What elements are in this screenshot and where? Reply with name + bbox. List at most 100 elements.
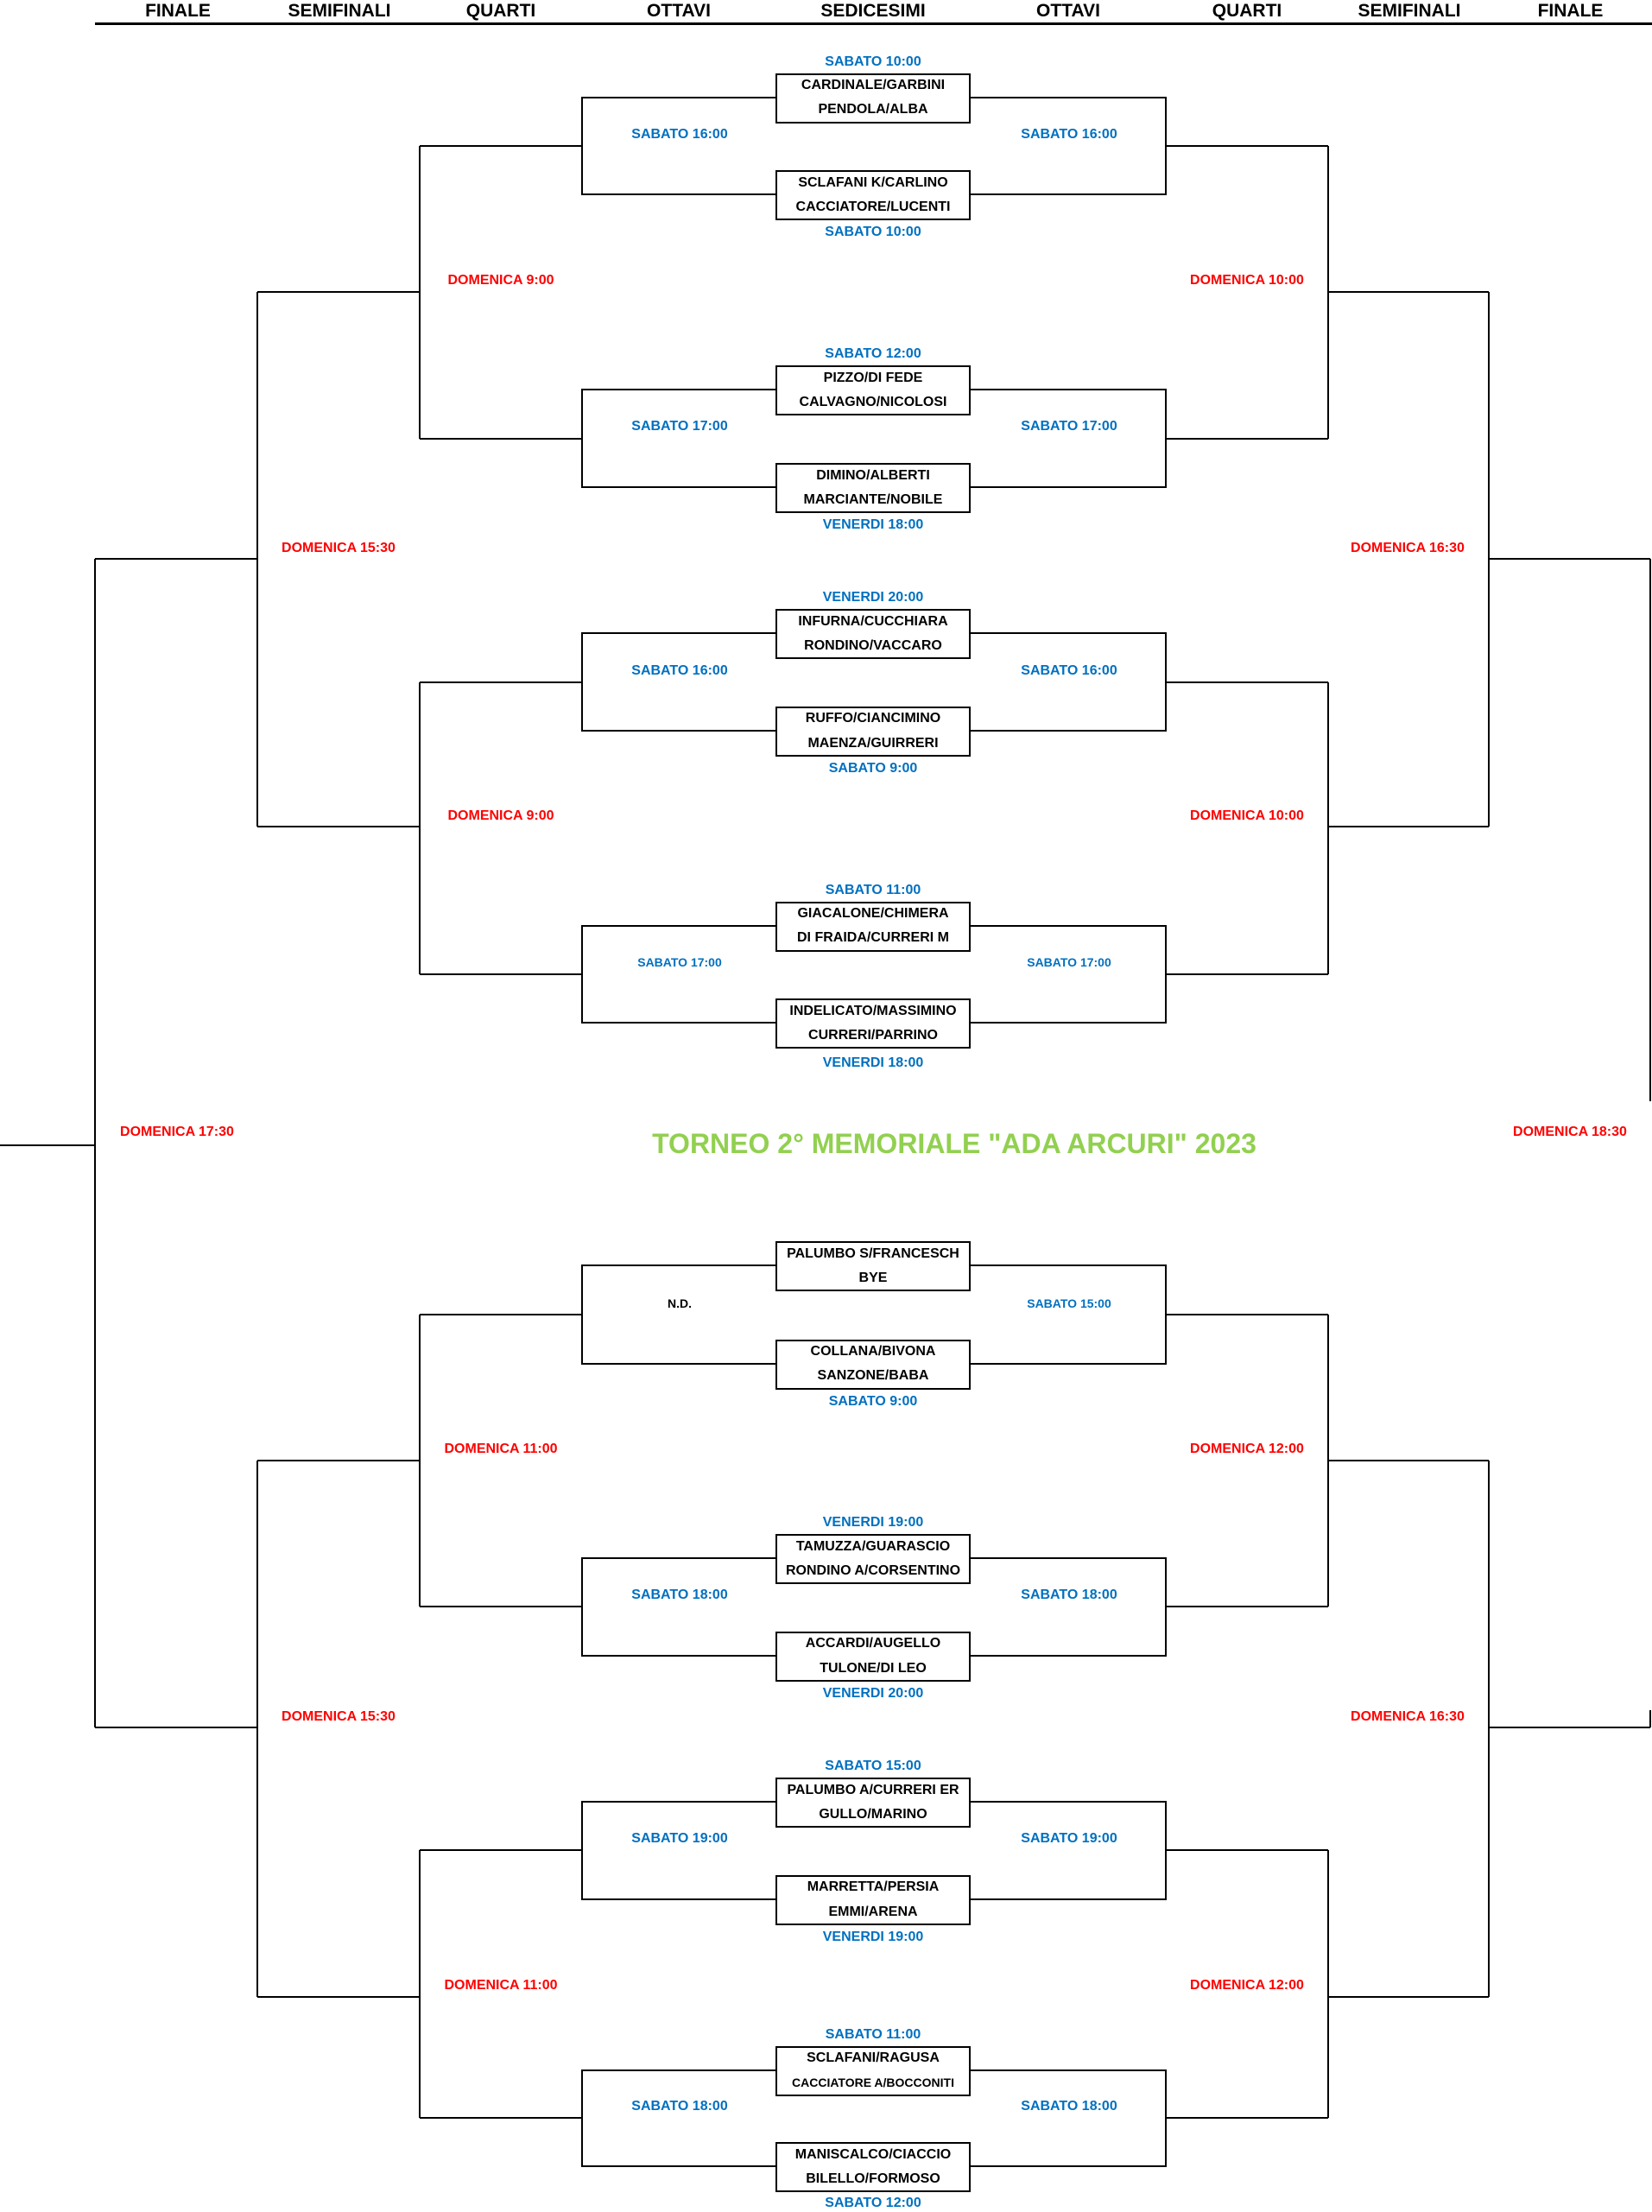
match-box-15	[775, 2046, 971, 2096]
team-name: MANISCALCO/CIACCIO	[794, 2147, 952, 2162]
team-name: SCLAFANI/RAGUSA	[807, 2050, 940, 2065]
semifinali-time-left: DOMENICA 15:30	[282, 1709, 396, 1724]
team-name: TULONE/DI LEO	[820, 1661, 927, 1676]
match-time: SABATO 10:00	[825, 54, 921, 69]
quarti-time-right: DOMENICA 12:00	[1190, 1442, 1304, 1456]
match-box-12	[775, 1632, 971, 1682]
match-time: SABATO 12:00	[825, 2196, 921, 2210]
match-time: VENERDI 20:00	[822, 1686, 924, 1701]
header-sedicesimi: SEDICESIMI	[820, 1, 926, 21]
team-name: PALUMBO A/CURRERI ER	[787, 1783, 959, 1797]
team-name: RONDINO/VACCARO	[804, 638, 942, 653]
quarti-time-left: DOMENICA 11:00	[444, 1442, 558, 1456]
team-name: TAMUZZA/GUARASCIO	[795, 1539, 951, 1554]
match-time: SABATO 12:00	[825, 346, 921, 361]
ottavi-time-right: SABATO 18:00	[1021, 1588, 1117, 1602]
team-name: SCLAFANI K/CARLINO	[798, 175, 948, 190]
match-box-11	[775, 1534, 971, 1584]
semifinali-time-left: DOMENICA 15:30	[282, 541, 396, 555]
ottavi-time-right: SABATO 15:00	[1027, 1296, 1111, 1310]
header-ottavi-right: OTTAVI	[1036, 1, 1100, 21]
team-name: PALUMBO S/FRANCESCH	[787, 1246, 959, 1261]
team-name: PENDOLA/ALBA	[818, 102, 928, 117]
team-name: COLLANA/BIVONA	[810, 1344, 936, 1359]
match-box-2	[775, 170, 971, 220]
quarti-time-left: DOMENICA 11:00	[444, 1978, 558, 1993]
match-time: SABATO 11:00	[825, 2027, 921, 2042]
ottavi-time-right: SABATO 16:00	[1021, 663, 1117, 678]
ottavi-time-left: SABATO 17:00	[631, 419, 728, 434]
quarti-time-left: DOMENICA 9:00	[447, 273, 554, 288]
team-name: BYE	[858, 1271, 888, 1285]
ottavi-time-right: SABATO 19:00	[1021, 1831, 1117, 1846]
team-name: CACCIATORE/LUCENTI	[795, 200, 951, 214]
team-name: GULLO/MARINO	[819, 1807, 927, 1822]
match-box-16	[775, 2142, 971, 2192]
match-box-3	[775, 365, 971, 415]
header-semifinali-left: SEMIFINALI	[288, 1, 391, 21]
ottavi-time-right: SABATO 16:00	[1021, 127, 1117, 142]
match-time: SABATO 9:00	[828, 1394, 918, 1409]
semifinali-time-right: DOMENICA 16:30	[1351, 541, 1465, 555]
team-name: MAENZA/GUIRRERI	[807, 736, 939, 751]
ottavi-time-right: SABATO 17:00	[1027, 955, 1111, 969]
match-box-9	[775, 1241, 971, 1291]
header-quarti-right: QUARTI	[1212, 1, 1282, 21]
ottavi-time-right: SABATO 17:00	[1021, 419, 1117, 434]
match-time: VENERDI 18:00	[822, 517, 924, 532]
match-time: VENERDI 18:00	[822, 1055, 924, 1070]
ottavi-time-left: SABATO 19:00	[631, 1831, 728, 1846]
header-quarti-left: QUARTI	[465, 1, 536, 21]
team-name: CARDINALE/GARBINI	[801, 78, 946, 92]
header-ottavi-left: OTTAVI	[647, 1, 711, 21]
match-box-10	[775, 1340, 971, 1390]
team-name: SANZONE/BABA	[817, 1368, 929, 1383]
semifinali-time-right: DOMENICA 16:30	[1351, 1709, 1465, 1724]
match-box-7	[775, 902, 971, 952]
ottavi-time-left: SABATO 16:00	[631, 663, 728, 678]
match-time: SABATO 11:00	[825, 883, 921, 897]
ottavi-time-left: N.D.	[668, 1296, 692, 1310]
match-time: SABATO 9:00	[828, 761, 918, 776]
header-divider	[95, 22, 1652, 25]
ottavi-time-left: SABATO 17:00	[637, 955, 722, 969]
team-name: CALVAGNO/NICOLOSI	[799, 395, 947, 409]
team-name: DI FRAIDA/CURRERI M	[797, 930, 949, 945]
header-finale-left: FINALE	[145, 1, 211, 21]
match-box-14	[775, 1875, 971, 1925]
match-time: SABATO 15:00	[825, 1759, 921, 1773]
team-name: PIZZO/DI FEDE	[823, 371, 923, 385]
header-finale-right: FINALE	[1537, 1, 1604, 21]
team-name: INFURNA/CUCCHIARA	[798, 614, 948, 629]
finale-time-left: DOMENICA 17:30	[120, 1125, 234, 1139]
match-box-5	[775, 609, 971, 659]
match-time: VENERDI 19:00	[822, 1515, 924, 1530]
team-name: DIMINO/ALBERTI	[816, 468, 930, 483]
ottavi-time-left: SABATO 16:00	[631, 127, 728, 142]
team-name: ACCARDI/AUGELLO	[805, 1636, 941, 1651]
team-name: BILELLO/FORMOSO	[806, 2171, 940, 2186]
ottavi-time-left: SABATO 18:00	[631, 1588, 728, 1602]
team-name: CURRERI/PARRINO	[808, 1028, 938, 1043]
match-box-13	[775, 1778, 971, 1828]
tournament-title: TORNEO 2° MEMORIALE "ADA ARCURI" 2023	[652, 1128, 1256, 1159]
quarti-time-right: DOMENICA 12:00	[1190, 1978, 1304, 1993]
match-box-4	[775, 463, 971, 513]
match-time: SABATO 10:00	[825, 225, 921, 239]
team-name: EMMI/ARENA	[828, 1905, 918, 1919]
quarti-time-right: DOMENICA 10:00	[1190, 273, 1304, 288]
ottavi-time-left: SABATO 18:00	[631, 2099, 728, 2114]
match-box-8	[775, 998, 971, 1049]
match-box-1	[775, 73, 971, 124]
team-name: MARCIANTE/NOBILE	[803, 492, 943, 507]
team-name: CACCIATORE A/BOCCONITI	[792, 2076, 954, 2089]
header-semifinali-right: SEMIFINALI	[1358, 1, 1461, 21]
team-name: INDELICATO/MASSIMINO	[789, 1004, 957, 1018]
finale-time-right: DOMENICA 18:30	[1513, 1125, 1627, 1139]
team-name: MARRETTA/PERSIA	[807, 1879, 940, 1894]
quarti-time-left: DOMENICA 9:00	[447, 808, 554, 823]
match-box-6	[775, 707, 971, 757]
quarti-time-right: DOMENICA 10:00	[1190, 808, 1304, 823]
ottavi-time-right: SABATO 18:00	[1021, 2099, 1117, 2114]
